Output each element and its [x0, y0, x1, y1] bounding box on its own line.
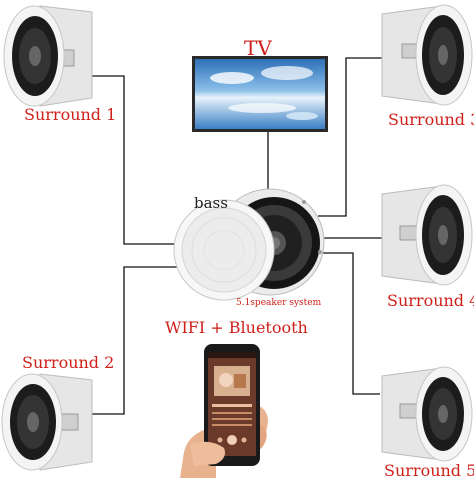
- speaker-surround-3: [381, 4, 473, 106]
- system-label: 5.1speaker system: [236, 298, 322, 308]
- label-surround-4: Surround 4: [387, 291, 474, 310]
- label-surround-2: Surround 2: [22, 353, 115, 372]
- bass-label: bass: [194, 194, 228, 212]
- label-surround-1: Surround 1: [24, 105, 117, 124]
- speaker-surround-2: [1, 373, 93, 471]
- speaker-surround-4: [381, 184, 473, 286]
- wire-surround-3: [318, 57, 382, 217]
- speaker-surround-5: [381, 366, 473, 462]
- label-surround-3: Surround 3: [388, 110, 474, 129]
- label-surround-5: Surround 5: [384, 461, 474, 480]
- wire-surround-5: [320, 252, 380, 395]
- tv-title: TV: [244, 36, 272, 60]
- wire-surround-1: [92, 75, 182, 245]
- wire-surround-2: [92, 266, 180, 415]
- speaker-surround-1: [3, 5, 93, 107]
- smartphone-in-hand: [180, 344, 268, 478]
- connectivity-label: WIFI + Bluetooth: [165, 318, 308, 337]
- tv-screen: [192, 56, 328, 132]
- bass-subwoofer: [173, 188, 325, 301]
